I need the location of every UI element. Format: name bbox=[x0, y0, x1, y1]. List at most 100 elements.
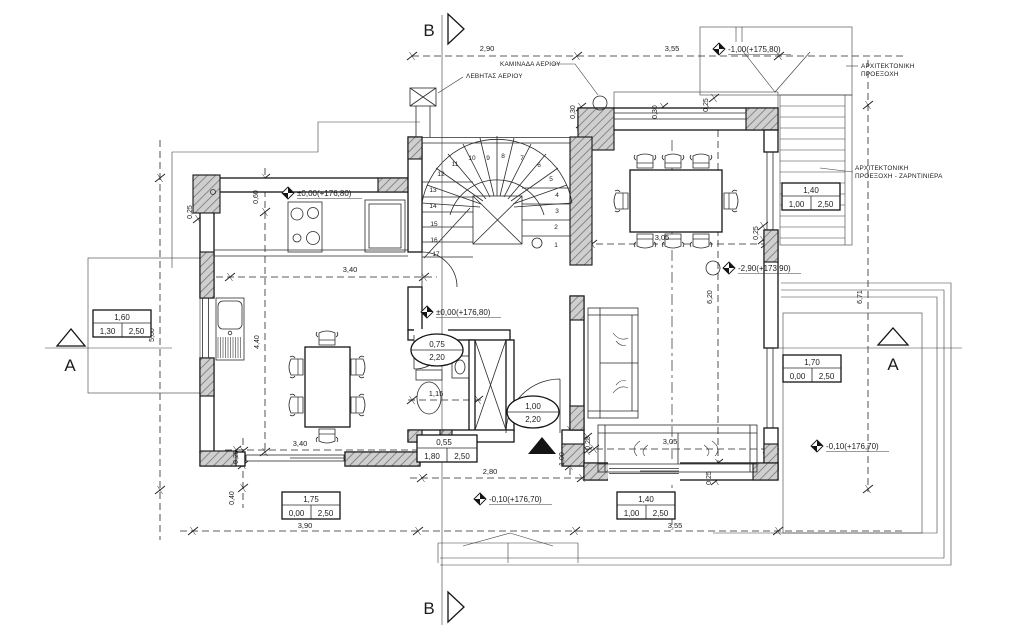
svg-text:2,50: 2,50 bbox=[819, 372, 835, 381]
svg-text:8: 8 bbox=[501, 153, 505, 160]
door-size-tags: 0,75 2,20 1,00 2,20 bbox=[410, 333, 560, 429]
window bbox=[200, 297, 214, 359]
planter-leader bbox=[819, 167, 854, 173]
counter-edge bbox=[214, 249, 408, 257]
door-tag: 1,00 2,20 bbox=[506, 395, 560, 429]
svg-text:1,40: 1,40 bbox=[638, 495, 654, 504]
terrace-inner-slab bbox=[782, 312, 923, 534]
svg-text:9: 9 bbox=[486, 155, 490, 162]
wall-hatch bbox=[569, 405, 585, 431]
svg-text:6,71: 6,71 bbox=[857, 290, 864, 304]
level-markers: ±0,00(+176,80) ±0,00(+176,80) -1,00(+175… bbox=[281, 42, 889, 506]
section-letter: B bbox=[423, 599, 434, 618]
svg-text:5: 5 bbox=[549, 176, 553, 183]
svg-text:0,60: 0,60 bbox=[253, 190, 260, 204]
dining bbox=[613, 153, 739, 249]
svg-text:2,20: 2,20 bbox=[429, 353, 445, 362]
kitchen bbox=[210, 189, 408, 444]
chimney-label: ΚΑΜΙΝΑΔΑ ΑΕΡΙΟΥ bbox=[500, 61, 561, 68]
section-arrow-icon bbox=[55, 327, 87, 347]
svg-text:14: 14 bbox=[429, 203, 437, 210]
wall-hatch bbox=[344, 451, 421, 467]
svg-text:1,60: 1,60 bbox=[114, 313, 130, 322]
terrace-border-mid bbox=[440, 289, 945, 559]
level-marker-icon bbox=[712, 42, 726, 56]
svg-text:3,55: 3,55 bbox=[668, 521, 683, 530]
door-tag: 0,75 2,20 bbox=[410, 333, 464, 367]
svg-text:3: 3 bbox=[555, 208, 559, 215]
entrance-door bbox=[505, 378, 561, 434]
svg-text:1,80: 1,80 bbox=[424, 452, 440, 461]
schedule-table: 1,40 1,00 2,50 bbox=[616, 491, 676, 520]
section-arrow-icon bbox=[876, 327, 910, 346]
wall-hatch bbox=[763, 229, 779, 263]
planter-label-line2: ΠΡΟΕΞΟΧΗ - ΖΑΡΝΤΙΝΙΕΡΑ bbox=[855, 173, 943, 180]
column-hatch bbox=[561, 443, 585, 467]
wall-hatch bbox=[569, 295, 585, 321]
section-letter: B bbox=[423, 21, 434, 40]
projection-label-line2: ΠΡΟΕΞΟΧΗ bbox=[861, 71, 899, 78]
svg-text:1,00: 1,00 bbox=[559, 452, 566, 466]
wall-hatch bbox=[199, 251, 215, 299]
sliding-door bbox=[609, 468, 679, 474]
svg-text:3,40: 3,40 bbox=[293, 439, 308, 448]
section-arrow-icon bbox=[447, 12, 465, 46]
terrace-outlines bbox=[87, 26, 952, 566]
schedule-table: 1,70 0,00 2,50 bbox=[782, 354, 842, 383]
window bbox=[766, 348, 774, 428]
svg-text:0,25: 0,25 bbox=[703, 98, 710, 112]
svg-text:2,50: 2,50 bbox=[653, 509, 669, 518]
window bbox=[766, 152, 774, 230]
svg-text:0,25: 0,25 bbox=[187, 205, 194, 219]
svg-text:5,60: 5,60 bbox=[149, 328, 156, 342]
boiler bbox=[409, 87, 437, 107]
column-hatch bbox=[192, 174, 221, 214]
boiler-chimney bbox=[409, 87, 608, 137]
svg-text:0,25: 0,25 bbox=[233, 450, 240, 464]
opening-schedules: 1,60 1,30 2,50 1,40 1,00 2,50 1,70 0,00 … bbox=[92, 182, 842, 520]
svg-text:11: 11 bbox=[452, 161, 459, 168]
svg-text:2,90: 2,90 bbox=[480, 44, 495, 53]
external-stair-treads bbox=[780, 105, 845, 239]
svg-text:7: 7 bbox=[520, 155, 524, 162]
planter-label-line1: ΑΡΧΙΤΕΚΤΟΝΙΚΗ bbox=[855, 165, 909, 172]
annotations: ΚΑΜΙΝΑΔΑ ΑΕΡΙΟΥ ΛΕΒΗΤΑΣ ΑΕΡΙΟΥ ΑΡΧΙΤΕΚΤΟ… bbox=[437, 61, 943, 180]
level-text: -1,00(+175,80) bbox=[728, 45, 781, 54]
svg-text:12: 12 bbox=[437, 171, 445, 178]
stair-door bbox=[421, 251, 458, 288]
external-stair-landing bbox=[699, 26, 853, 96]
porch-steps bbox=[437, 542, 579, 563]
column-hatch bbox=[745, 107, 779, 131]
north-parapet bbox=[613, 91, 779, 109]
cooktop bbox=[287, 201, 323, 253]
column-hatch bbox=[199, 450, 237, 467]
svg-text:1: 1 bbox=[554, 242, 558, 249]
west-planter bbox=[87, 257, 201, 394]
level-text: -2,90(+173,90) bbox=[738, 264, 791, 273]
staircase: 1 2 3 4 5 6 7 8 9 10 11 12 13 14 15 16 1… bbox=[421, 136, 573, 288]
boiler-label: ΛΕΒΗΤΑΣ ΑΕΡΙΟΥ bbox=[466, 73, 523, 80]
level-text: -0,10(+176,70) bbox=[489, 495, 542, 504]
svg-text:0,00: 0,00 bbox=[790, 372, 806, 381]
sink bbox=[215, 297, 245, 361]
wall-hatch bbox=[569, 136, 593, 266]
level-marker-icon bbox=[810, 439, 824, 453]
svg-text:2,50: 2,50 bbox=[818, 200, 834, 209]
boiler-leader bbox=[437, 76, 464, 94]
svg-text:1,15: 1,15 bbox=[429, 389, 444, 398]
svg-text:3,05: 3,05 bbox=[655, 233, 670, 242]
svg-text:2,50: 2,50 bbox=[454, 452, 470, 461]
svg-text:6: 6 bbox=[537, 162, 541, 169]
terrace-border-inner bbox=[713, 296, 938, 534]
svg-text:17: 17 bbox=[432, 251, 440, 258]
kitchen-table bbox=[288, 330, 366, 444]
service-point bbox=[210, 189, 216, 195]
closet-cross bbox=[474, 339, 507, 431]
svg-text:6,20: 6,20 bbox=[707, 290, 714, 304]
terrace-border-outer bbox=[440, 282, 952, 566]
roof-overhang-outline bbox=[171, 121, 420, 268]
level-marker-icon bbox=[420, 305, 434, 319]
window bbox=[614, 112, 746, 120]
sofa-horizontal bbox=[597, 424, 758, 473]
